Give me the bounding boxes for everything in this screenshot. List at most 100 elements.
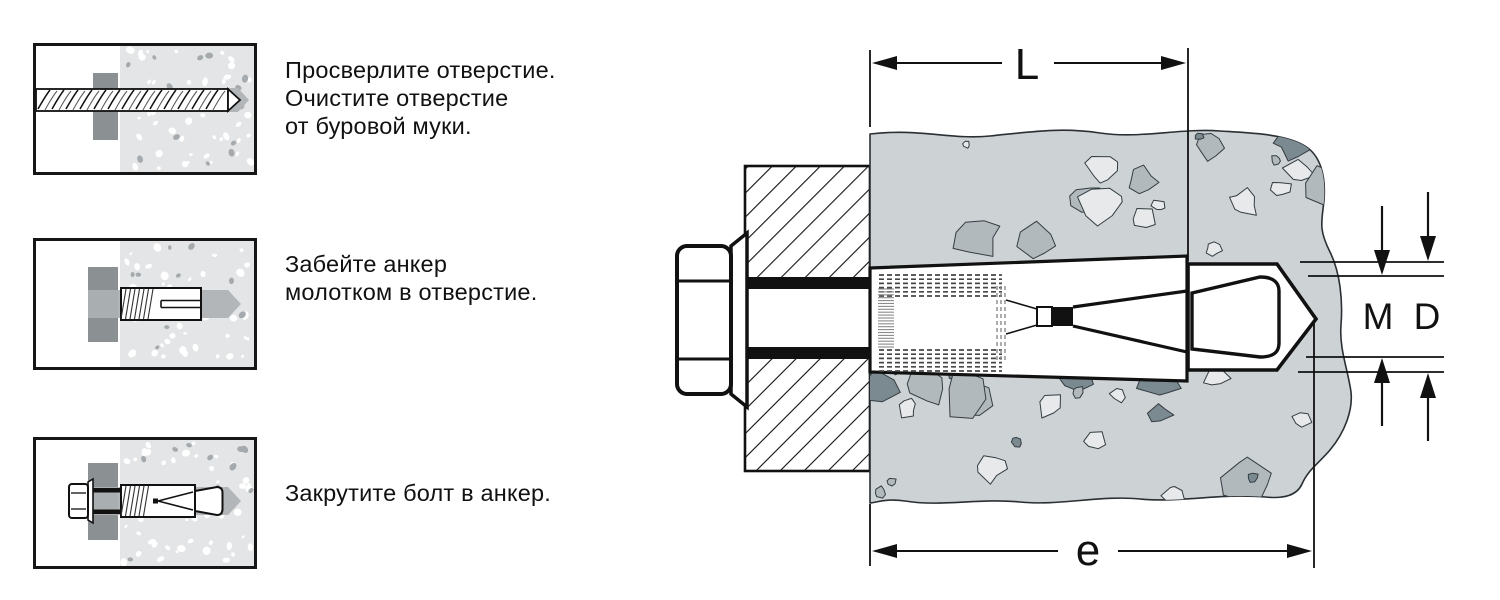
speckle <box>205 161 210 166</box>
speckle <box>229 463 237 471</box>
flute-line <box>142 90 156 111</box>
speckle <box>186 443 192 448</box>
speckle <box>128 349 137 358</box>
bolt-washer <box>729 229 749 411</box>
speckle <box>247 543 253 552</box>
speckle <box>138 53 146 61</box>
aggregate-stone <box>1016 220 1057 260</box>
speckle <box>243 336 248 340</box>
speckle <box>200 113 206 118</box>
speckle <box>235 121 242 127</box>
dimension-label-thread: M <box>1363 296 1394 337</box>
thread-line <box>138 485 145 517</box>
speckle <box>200 270 206 278</box>
speckle <box>229 314 238 322</box>
flute-line <box>44 90 58 111</box>
speckle <box>160 271 169 281</box>
arrowhead-right <box>1161 56 1186 70</box>
speckle <box>161 460 167 466</box>
speckle <box>188 277 192 281</box>
flute-line <box>191 89 205 110</box>
bolt-shaft-top <box>93 488 121 493</box>
speckle <box>247 77 252 83</box>
hex-bolt-head <box>675 229 749 411</box>
aggregate-stone <box>1196 133 1225 162</box>
flute-line <box>114 90 128 111</box>
speckle <box>220 50 225 55</box>
speckle <box>135 272 142 277</box>
speckle <box>124 524 128 529</box>
speckle <box>194 454 198 458</box>
speckle <box>244 262 251 268</box>
flute-line <box>156 90 170 111</box>
aggregate-stone <box>948 366 987 419</box>
flute-line <box>100 90 114 111</box>
dimension-label-drill-diameter: D <box>1414 296 1441 337</box>
speckle <box>185 518 189 522</box>
thread-line <box>124 288 132 320</box>
hex-head <box>675 244 733 396</box>
dimension-embedment: e <box>869 321 1315 575</box>
step1-drawing <box>33 43 257 175</box>
flute-line <box>93 89 107 110</box>
speckle <box>207 454 214 461</box>
speckle <box>223 74 232 80</box>
anchor-sleeve <box>868 254 1189 383</box>
speckle <box>146 49 150 54</box>
speckle <box>236 137 241 144</box>
flute-line <box>128 90 142 111</box>
fixture-plate <box>88 267 118 342</box>
aggregate-stone <box>886 477 897 487</box>
speckle <box>151 349 158 357</box>
speckle <box>136 531 142 536</box>
anchor-sleeve <box>120 484 224 518</box>
caption-line: Закрутите болт в анкер. <box>285 480 551 506</box>
arrowhead-left <box>872 56 897 70</box>
bolt-shaft-top <box>747 277 871 289</box>
step3-illustration-panel <box>33 437 257 569</box>
flute-line <box>135 89 149 110</box>
speckle <box>246 158 254 166</box>
speckle <box>130 271 135 278</box>
flute-line <box>86 90 100 111</box>
arrowhead-up <box>1420 373 1436 398</box>
expansion-cone <box>194 485 224 517</box>
aggregate-stone <box>1108 388 1126 404</box>
speckle <box>124 258 130 266</box>
speckle <box>191 441 196 446</box>
speckle <box>236 268 245 277</box>
speckle <box>181 449 191 457</box>
speckle <box>161 282 165 286</box>
thread-line <box>138 288 145 320</box>
speckle <box>181 160 189 168</box>
speckle <box>223 132 230 141</box>
speckle <box>231 552 235 557</box>
speckle <box>219 137 224 142</box>
drill-flutes <box>37 89 226 111</box>
speckle <box>129 252 132 256</box>
speckle <box>145 263 153 269</box>
aggregate-stone <box>1281 158 1316 181</box>
speckle <box>170 457 176 464</box>
aggregate-stone <box>1205 241 1223 257</box>
speckle <box>192 343 199 352</box>
speckle <box>157 166 161 170</box>
speckle <box>186 79 192 85</box>
speckle <box>242 477 250 484</box>
speckle <box>205 52 214 59</box>
dimension-length: L <box>869 40 1189 261</box>
flute-line <box>37 89 51 110</box>
speckle <box>203 153 210 159</box>
caption-line: Просверлите отверстие. <box>285 57 556 83</box>
speckle <box>202 77 208 87</box>
aggregate-stone <box>1132 208 1156 228</box>
thread-line <box>133 288 141 320</box>
drill-tip <box>227 86 242 114</box>
speckle <box>208 540 214 546</box>
speckle <box>209 465 215 471</box>
speckle <box>155 345 160 350</box>
speckle <box>165 545 171 551</box>
speckle <box>164 338 171 345</box>
thread-line <box>147 288 154 320</box>
speckle <box>153 243 162 252</box>
